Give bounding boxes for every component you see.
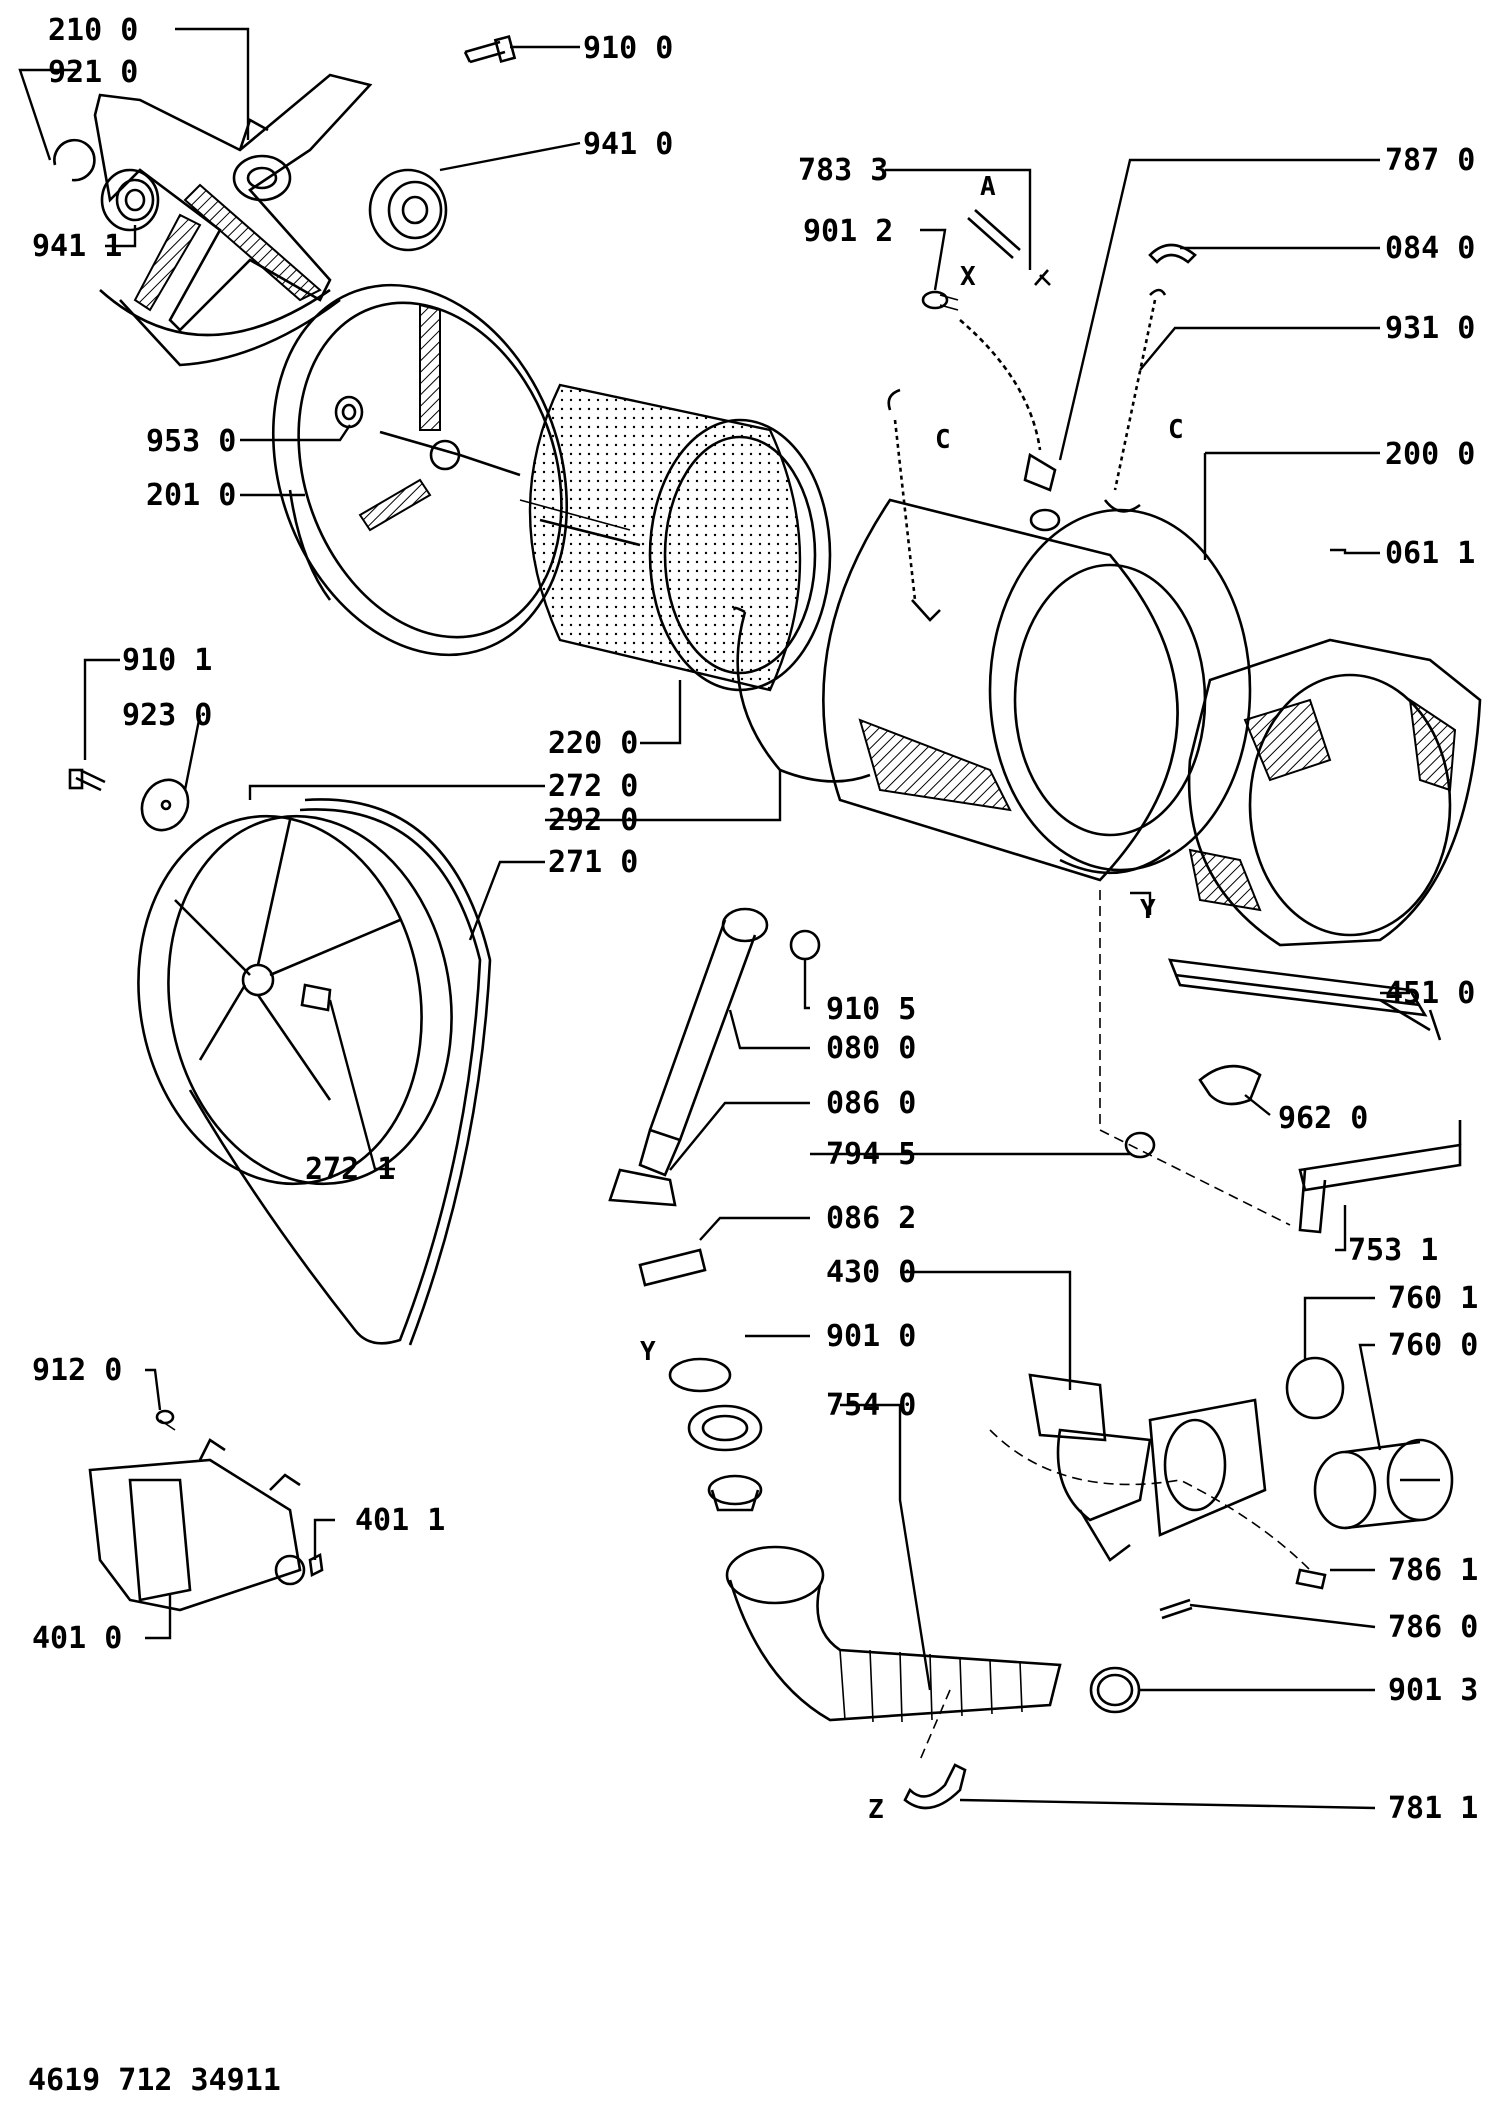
label-210-0: 210 0 [48,13,138,48]
label-921-0: 921 0 [48,55,138,90]
clamp-901-0 [668,1357,732,1393]
label-272-1: 272 1 [305,1152,395,1187]
spring-931-right [1103,288,1167,513]
label-220-0: 220 0 [548,726,638,761]
label-401-1: 401 1 [355,1503,445,1538]
reference-markers: A X C C Y Y Z [640,172,1184,1825]
label-200-0: 200 0 [1385,437,1475,472]
clip-084 [1148,243,1197,264]
marker-x: X [960,262,976,292]
label-451-0: 451 0 [1385,976,1475,1011]
leader-lines [18,27,1410,1810]
label-271-0: 271 0 [548,845,638,880]
heater-451 [1167,958,1442,1041]
label-201-0: 201 0 [146,478,236,513]
label-753-1: 753 1 [1348,1233,1438,1268]
marker-z: Z [868,1795,884,1825]
hose-assembly-787 [921,209,1057,492]
label-086-2: 086 2 [826,1201,916,1236]
label-430-0: 430 0 [826,1255,916,1290]
label-292-0: 292 0 [548,803,638,838]
valve-seat [707,1474,763,1512]
bracket-086-2 [638,1248,707,1287]
marker-c-left: C [935,425,951,455]
label-786-1: 786 1 [1388,1553,1478,1588]
o-ring-910-5 [789,929,821,961]
label-941-0: 941 0 [583,127,673,162]
part-962 [1198,1064,1262,1106]
label-901-2: 901 2 [803,214,893,249]
cap-794-5 [1124,1131,1156,1159]
wire-292 [733,606,871,783]
label-061-1: 061 1 [1385,536,1475,571]
drum-spider-210 [93,73,373,367]
label-272-0: 272 0 [548,769,638,804]
link-line-pump [989,1429,1311,1571]
marker-y-tub: Y [1140,895,1156,925]
document-code: 4619 712 34911 [28,2063,281,2098]
bearing-941-1 [100,168,160,232]
label-786-0: 786 0 [1388,1610,1478,1645]
damper-080 [608,907,769,1207]
pump-430 [1028,1373,1267,1562]
label-401-0: 401 0 [32,1621,122,1656]
label-086-0: 086 0 [826,1086,916,1121]
washer-923 [140,778,190,832]
label-781-1: 781 1 [1388,1791,1478,1826]
label-760-0: 760 0 [1388,1328,1478,1363]
label-901-3: 901 3 [1388,1673,1478,1708]
label-760-1: 760 1 [1388,1281,1478,1316]
label-084-0: 084 0 [1385,231,1475,266]
filter-760 [1313,1438,1454,1530]
front-ring-061 [1187,638,1482,947]
label-910-0: 910 0 [583,31,673,66]
label-754-0: 754 0 [826,1388,916,1423]
belt-271 [188,798,492,1346]
seal-ring [687,1404,763,1452]
label-923-0: 923 0 [122,698,212,733]
label-941-1: 941 1 [32,229,122,264]
tub-200 [822,498,1252,882]
label-910-5: 910 5 [826,992,916,1027]
pin-786 [1159,1568,1327,1620]
hose-781 [903,1763,967,1810]
label-962-0: 962 0 [1278,1101,1368,1136]
label-794-5: 794 5 [826,1137,916,1172]
marker-a: A [980,172,996,202]
bolt-910-0 [463,34,517,64]
circlip-921 [53,138,96,182]
pulley-272 [137,814,453,1186]
clamp-901-3 [1089,1666,1141,1714]
bracket-753 [1298,1120,1462,1234]
link-line-y [1099,890,1291,1226]
marker-c-right: C [1168,415,1184,445]
marker-y-hose: Y [640,1337,656,1367]
part-labels: 210 0 921 0 941 1 910 0 941 0 953 0 201 … [32,13,1478,1826]
spring-931-left [887,388,941,622]
drum-220 [519,383,832,692]
label-080-0: 080 0 [826,1031,916,1066]
label-912-0: 912 0 [32,1353,122,1388]
label-910-1: 910 1 [122,643,212,678]
motor-401 [88,1409,324,1612]
label-931-0: 931 0 [1385,311,1475,346]
bearing-941-0 [368,168,448,252]
label-901-0: 901 0 [826,1319,916,1354]
label-783-3: 783 3 [798,153,888,188]
label-953-0: 953 0 [146,424,236,459]
ring-760-1 [1285,1356,1345,1420]
drain-hose-754 [725,1545,1062,1723]
link-line-z [919,1689,951,1761]
label-787-0: 787 0 [1385,143,1475,178]
screw-910-1 [68,768,106,792]
